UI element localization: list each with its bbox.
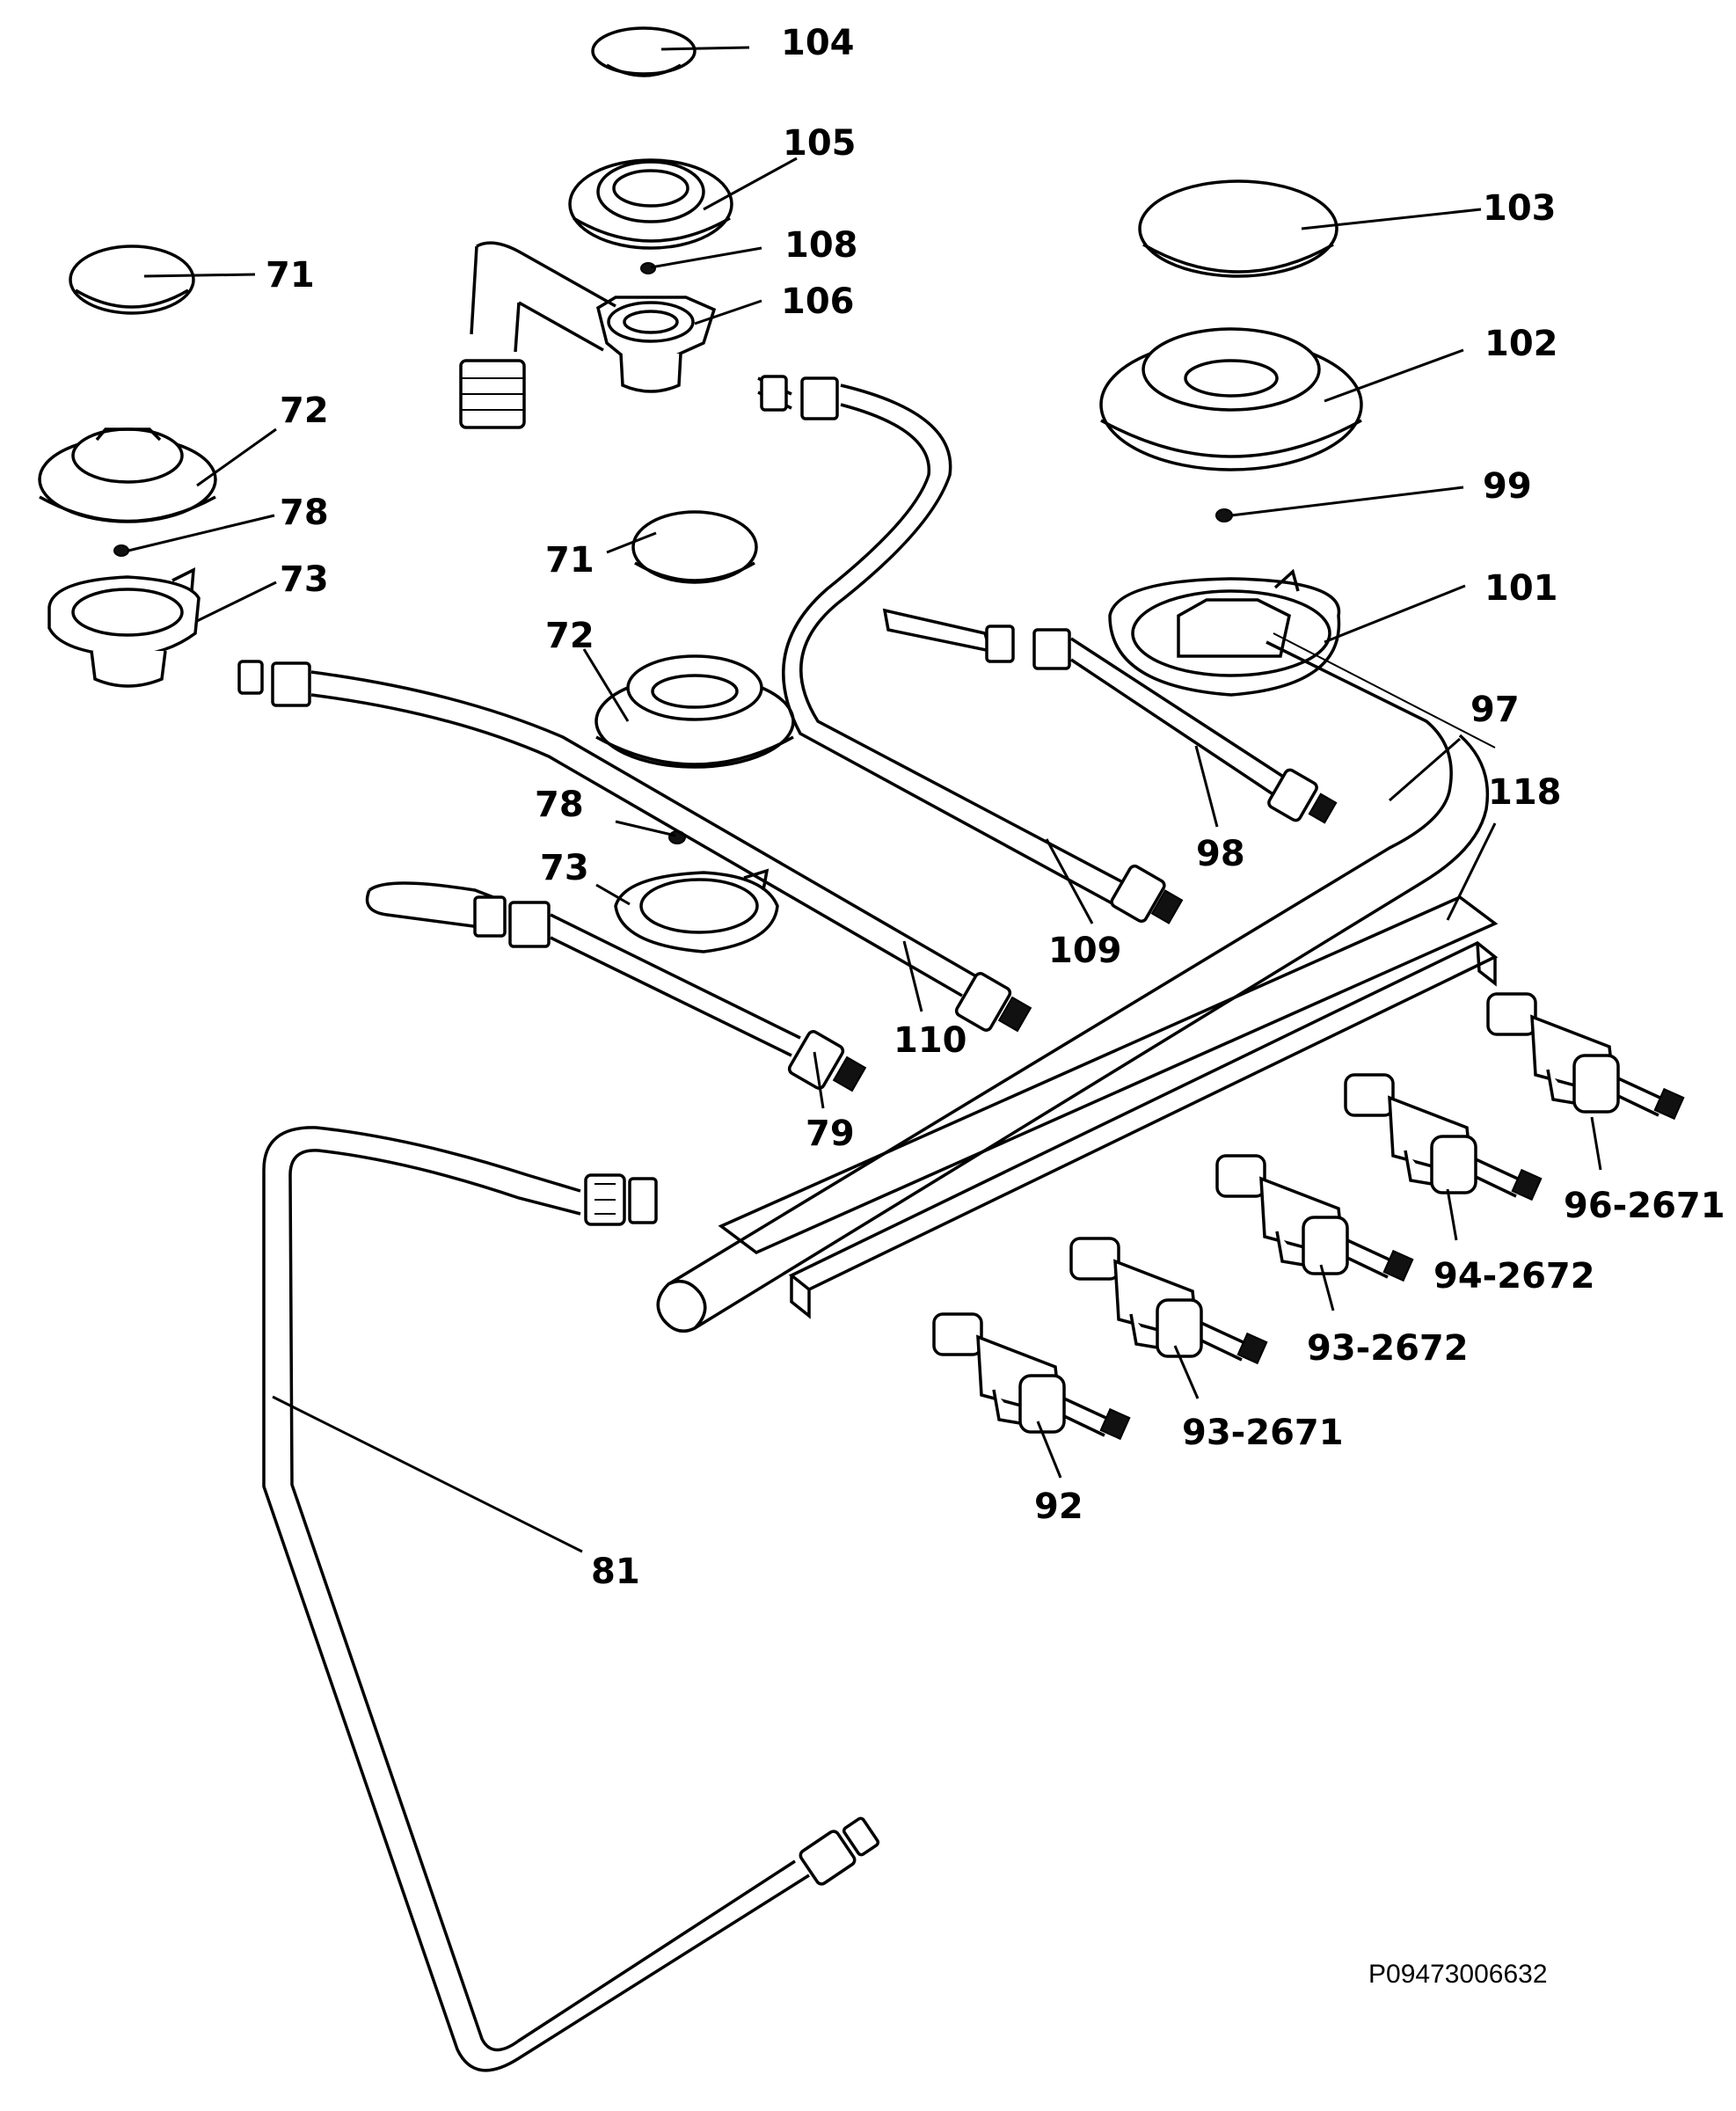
part-81-gas-pipe (262, 1126, 880, 2072)
label-109: 109 (1048, 931, 1122, 971)
leader-lines (128, 46, 1602, 1553)
label-108: 108 (784, 225, 858, 266)
reference-code: P09473006632 (1368, 1960, 1548, 1989)
part-96-2671-gas-valve (1486, 992, 1685, 1121)
label-105: 105 (783, 123, 857, 164)
label-99: 99 (1483, 466, 1532, 507)
part-93-2671-gas-valve (1069, 1237, 1268, 1365)
part-73-burner-base-center (614, 868, 779, 953)
label-102: 102 (1484, 324, 1558, 364)
gas-pipe-elbow-top (459, 241, 616, 429)
part-103-cap (1138, 179, 1338, 278)
label-103: 103 (1483, 188, 1557, 229)
label-94-2672: 94-2672 (1433, 1256, 1595, 1297)
part-94-2672-gas-valve (1344, 1073, 1543, 1202)
label-118: 118 (1488, 772, 1562, 813)
label-110: 110 (894, 1020, 967, 1061)
part-101-burner-base (1108, 568, 1341, 697)
label-98: 98 (1196, 834, 1245, 874)
label-72-left: 72 (280, 391, 329, 431)
part-104-cap (591, 26, 697, 77)
label-78-left: 78 (280, 493, 329, 533)
part-72-burner-crown-center (594, 654, 795, 769)
part-93-2672-gas-valve (1215, 1154, 1414, 1282)
label-71-center: 71 (545, 540, 594, 581)
part-71-cap-left (69, 245, 195, 315)
label-92: 92 (1034, 1486, 1083, 1527)
part-118-bracket (718, 895, 1499, 1319)
part-71-cap-center (631, 510, 758, 584)
part-110-gas-pipe (237, 660, 1032, 1033)
label-96-2671: 96-2671 (1564, 1186, 1725, 1226)
part-78-screw-left (113, 544, 129, 557)
part-109-gas-pipe (757, 375, 1184, 924)
label-73-center: 73 (540, 848, 589, 888)
part-79-gas-pipe (365, 881, 867, 1092)
label-101: 101 (1484, 568, 1558, 609)
part-97-gas-manifold (656, 632, 1496, 1333)
part-106-burner-base (595, 296, 717, 393)
label-72-center: 72 (545, 616, 594, 656)
part-number-labels: 104 105 108 106 103 102 99 101 71 72 78 … (266, 23, 1725, 1592)
label-73-left: 73 (280, 559, 329, 600)
label-97: 97 (1470, 690, 1520, 730)
label-93-2672: 93-2672 (1307, 1328, 1469, 1369)
label-79: 79 (806, 1114, 855, 1154)
label-106: 106 (781, 281, 855, 322)
label-81: 81 (591, 1552, 640, 1592)
part-108-screw (640, 262, 656, 274)
part-105-burner-crown (568, 158, 733, 250)
part-72-burner-crown-left (38, 427, 217, 523)
label-78-center: 78 (535, 785, 584, 825)
label-93-2671: 93-2671 (1182, 1413, 1344, 1453)
part-92-gas-valve (932, 1312, 1131, 1441)
part-99-screw (1215, 508, 1233, 522)
part-98-gas-pipe (882, 608, 1338, 824)
part-102-burner-crown (1099, 327, 1363, 471)
part-73-burner-base-left (47, 567, 201, 688)
label-71-left: 71 (266, 255, 315, 296)
label-104: 104 (781, 23, 855, 63)
